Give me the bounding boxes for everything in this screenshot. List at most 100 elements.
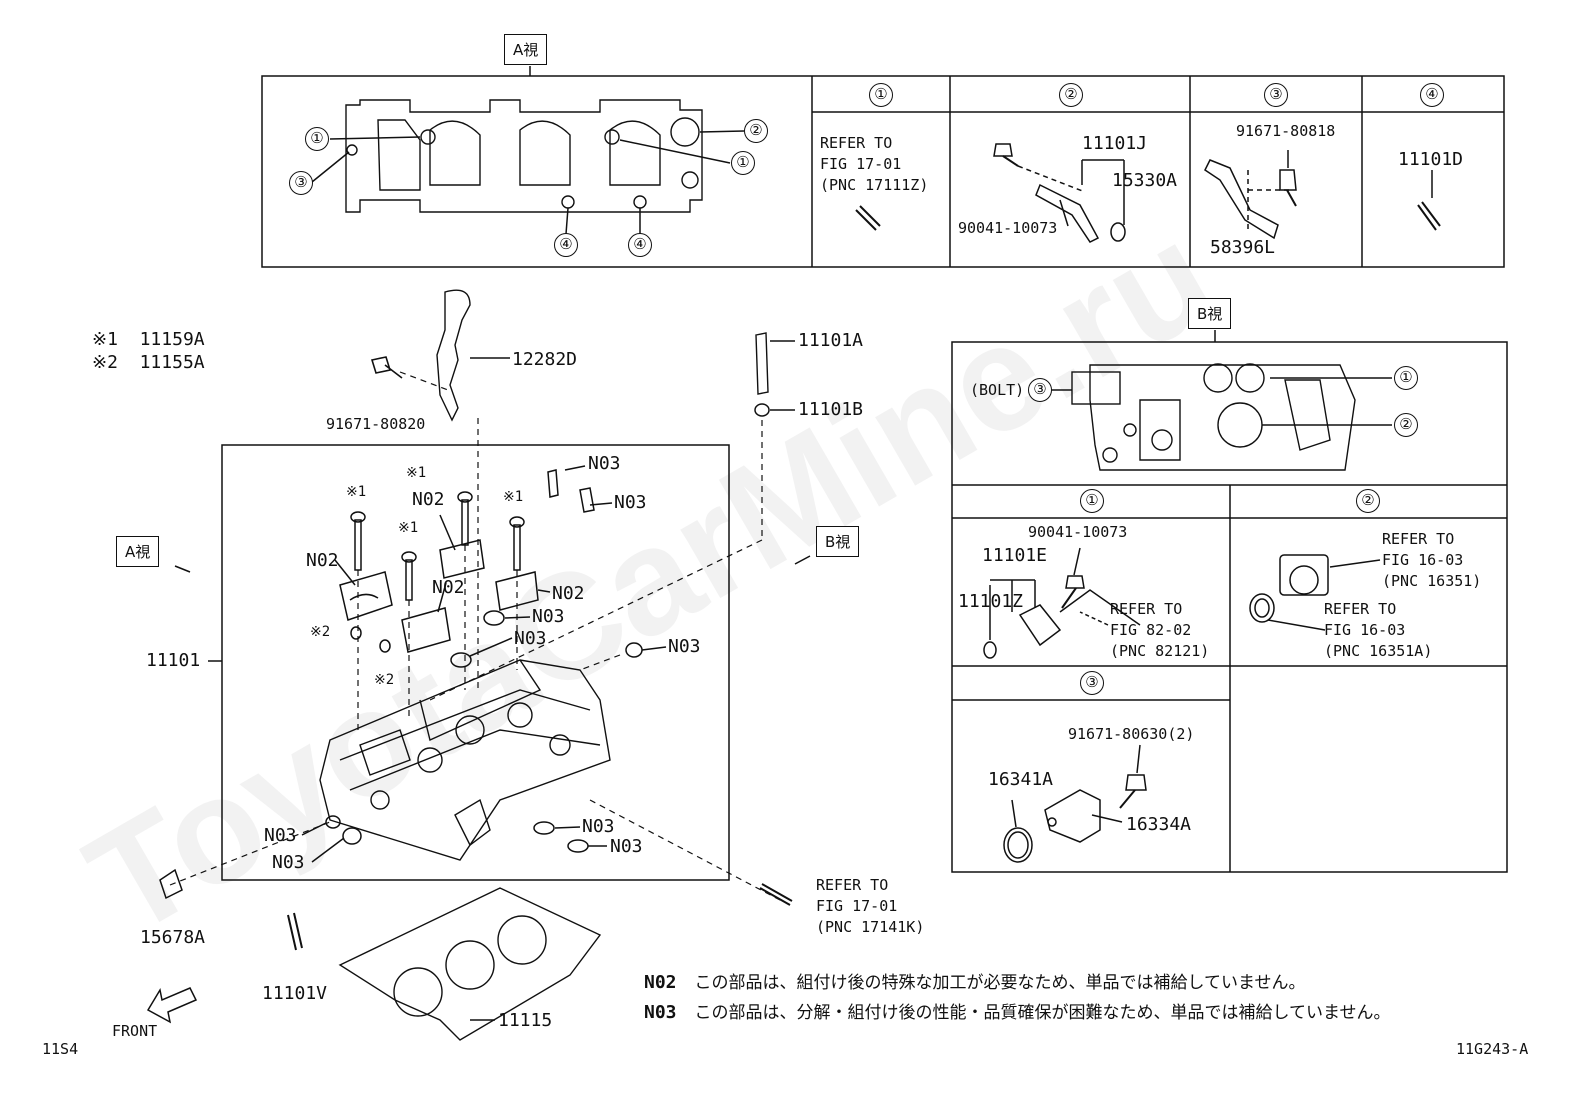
section-b-3: ③ — [1080, 671, 1104, 695]
head-gasket — [338, 887, 602, 1041]
n03-bottom-left1: N03 — [264, 825, 297, 846]
mark1-a: ※1 — [346, 484, 367, 500]
mark1-b: ※1 — [398, 520, 419, 536]
column-header-2: ② — [1059, 83, 1083, 107]
part-90041-10073-b: 90041-10073 — [1028, 523, 1128, 541]
view-b-tag: B視 — [1188, 298, 1232, 329]
n03-bottom-right2: N03 — [610, 836, 643, 857]
part-91671-80818: 91671-80818 — [1236, 122, 1336, 140]
n03-bottom-right1: N03 — [582, 816, 615, 837]
part-15678A: 15678A — [140, 927, 206, 948]
callout-a-4-right: ④ — [628, 233, 652, 257]
note-n03-code: N03 — [644, 1002, 677, 1023]
note-n02-code: N02 — [644, 972, 677, 993]
callout-b-3: ③ — [1028, 378, 1052, 402]
mark2-b: ※2 — [374, 672, 395, 688]
cylinder-head — [319, 659, 611, 861]
b2-refer1-line3: (PNC 16351) — [1382, 572, 1482, 590]
n02-right: N02 — [552, 583, 585, 604]
mark1-c: ※1 — [406, 465, 427, 481]
main-refer-line3: (PNC 17141K) — [816, 918, 925, 936]
b1-refer-line2: FIG 82-02 — [1110, 621, 1192, 639]
cover-b3 — [1003, 744, 1147, 863]
bolt-label: (BOLT) — [970, 381, 1025, 399]
b2-refer2-line2: FIG 16-03 — [1324, 621, 1406, 639]
sensor-b1 — [983, 547, 1141, 659]
main-refer-line2: FIG 17-01 — [816, 897, 898, 915]
b2-refer1-line2: FIG 16-03 — [1382, 551, 1464, 569]
callout-a-3: ③ — [289, 171, 313, 195]
callout-a-1-right: ① — [731, 151, 755, 175]
part-16334A: 16334A — [1126, 814, 1192, 835]
note-n02: N02 この部品は、組付け後の特殊な加工が必要なため、単品では補給していません。 — [644, 968, 1306, 993]
stud-17141K — [759, 883, 793, 906]
n03-bottom-left2: N03 — [272, 852, 305, 873]
front-label: FRONT — [112, 1022, 158, 1040]
column-header-1: ① — [869, 83, 893, 107]
main-refer-line1: REFER TO — [816, 876, 889, 894]
callout-a-4-left: ④ — [554, 233, 578, 257]
b2-refer1-line1: REFER TO — [1382, 530, 1455, 548]
b2-refer2-line3: (PNC 16351A) — [1324, 642, 1433, 660]
col1-refer-line1: REFER TO — [820, 134, 893, 152]
head-outline-a — [345, 99, 703, 213]
n03-mid1: N03 — [532, 606, 565, 627]
n02-top: N02 — [412, 489, 445, 510]
n02-left: N02 — [306, 550, 339, 571]
mark2-a: ※2 — [310, 624, 331, 640]
part-12282D: 12282D — [512, 349, 578, 370]
part-90041-10073-a: 90041-10073 — [958, 219, 1058, 237]
column-header-4: ④ — [1420, 83, 1444, 107]
part-11101J: 11101J — [1082, 133, 1148, 154]
callout-a-2: ② — [744, 119, 768, 143]
n03-mid2: N03 — [514, 628, 547, 649]
solenoid-b2 — [1249, 554, 1381, 631]
b1-refer-line1: REFER TO — [1110, 600, 1183, 618]
part-11101V: 11101V — [262, 983, 328, 1004]
washer-11101B — [754, 403, 770, 417]
note-n02-text: この部品は、組付け後の特殊な加工が必要なため、単品では補給していません。 — [694, 973, 1306, 993]
col1-refer-line3: (PNC 17111Z) — [820, 176, 929, 194]
part-11101A: 11101A — [798, 330, 864, 351]
callout-b-1: ① — [1394, 366, 1418, 390]
main-box — [221, 444, 730, 881]
col1-refer-line2: FIG 17-01 — [820, 155, 902, 173]
bearing-caps — [325, 469, 643, 853]
main-b-tag: B視 — [816, 526, 860, 557]
head-outline-b — [1071, 363, 1356, 471]
stud-11101V — [287, 912, 303, 951]
part-11101E: 11101E — [982, 545, 1048, 566]
view-a-box — [261, 75, 1505, 268]
note-n03-text: この部品は、分解・組付け後の性能・品質確保が困難なため、単品では補給していません… — [694, 1003, 1391, 1023]
mark1-d: ※1 — [503, 489, 524, 505]
section-b-1: ① — [1080, 489, 1104, 513]
callout-b-2: ② — [1394, 413, 1418, 437]
footer-right-code: 11G243-A — [1456, 1040, 1529, 1058]
part-58396L: 58396L — [1210, 237, 1276, 258]
bolt-91671-80820 — [370, 356, 403, 379]
plug-15678A — [159, 868, 183, 900]
b1-refer-line3: (PNC 82121) — [1110, 642, 1210, 660]
bolt-11101A — [755, 332, 769, 395]
n03-top2: N03 — [614, 492, 647, 513]
sensor-bolt-a — [993, 143, 1126, 243]
front-arrow — [146, 987, 198, 1024]
n03-top1: N03 — [588, 453, 621, 474]
part-11101: 11101 — [146, 650, 201, 671]
main-a-tag: A視 — [116, 536, 160, 567]
part-91671-80820: 91671-80820 — [326, 415, 426, 433]
note-n03: N03 この部品は、分解・組付け後の性能・品質確保が困難なため、単品では補給してい… — [644, 998, 1391, 1023]
column-header-3: ③ — [1264, 83, 1288, 107]
part-91671-80630: 91671-80630(2) — [1068, 725, 1195, 743]
legend-mark1: ※1 11159A — [92, 329, 205, 350]
section-b-2: ② — [1356, 489, 1380, 513]
part-15330A: 15330A — [1112, 170, 1178, 191]
part-16341A: 16341A — [988, 769, 1054, 790]
part-11101Z: 11101Z — [958, 591, 1024, 612]
footer-left-code: 11S4 — [42, 1040, 79, 1058]
b2-refer2-line1: REFER TO — [1324, 600, 1397, 618]
n03-right: N03 — [668, 636, 701, 657]
part-11101D: 11101D — [1398, 149, 1464, 170]
